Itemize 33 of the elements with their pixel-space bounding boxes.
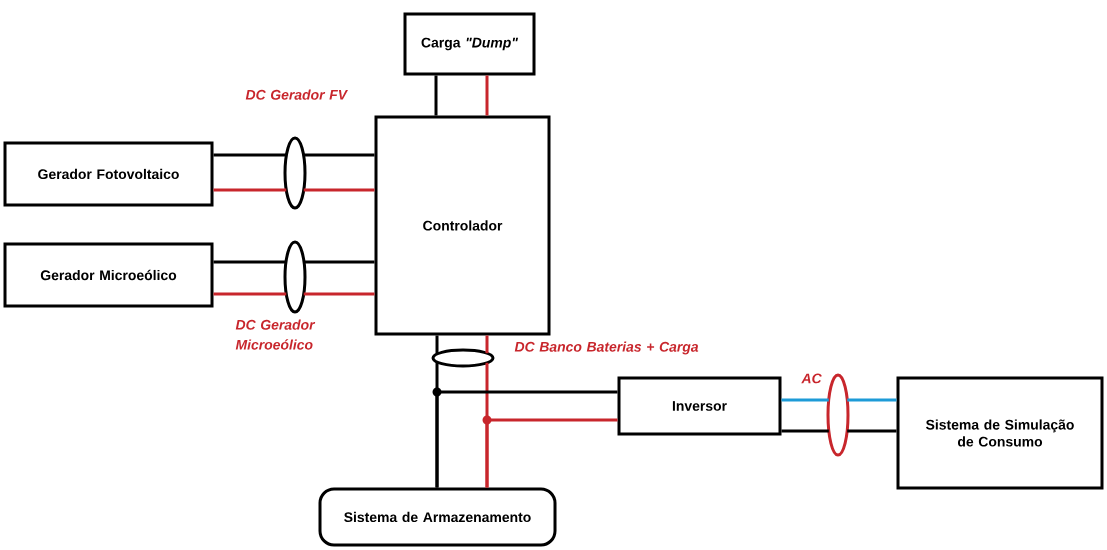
meter-label: DC Banco Baterias + Carga (514, 341, 699, 355)
wire (781, 429, 829, 433)
wire (781, 398, 829, 402)
wire (435, 390, 618, 488)
block-box: Carga "Dump" (403, 12, 536, 76)
clamp-symbol (283, 136, 307, 210)
wire (847, 398, 897, 402)
block-box: Inversor (617, 376, 782, 436)
wire (435, 335, 439, 354)
wire (485, 335, 489, 354)
wire (213, 292, 287, 296)
wire (847, 429, 897, 433)
wire (485, 75, 489, 116)
block-box: Gerador Microeólico (3, 242, 214, 308)
block-box: Controlador (374, 115, 551, 336)
meter-label: DC Gerador Microeólico (235, 319, 316, 350)
wire (213, 153, 287, 157)
wire (304, 260, 375, 264)
meter-label: AC (801, 373, 822, 384)
wire (303, 292, 375, 296)
clamp-symbol (431, 348, 495, 368)
wire (213, 188, 287, 192)
wire (485, 418, 618, 488)
wire (434, 75, 438, 116)
block-box: Sistema de Simulação de Consumo (896, 376, 1104, 490)
clamp-symbol (283, 240, 307, 314)
wire (303, 188, 375, 192)
clamp-symbol (826, 373, 850, 457)
meter-label: DC Gerador FV (245, 89, 348, 100)
storage-box: Sistema de Armazenamento (318, 487, 557, 547)
wire (303, 153, 375, 157)
block-box: Gerador Fotovoltaico (3, 141, 214, 207)
wire (213, 260, 286, 264)
